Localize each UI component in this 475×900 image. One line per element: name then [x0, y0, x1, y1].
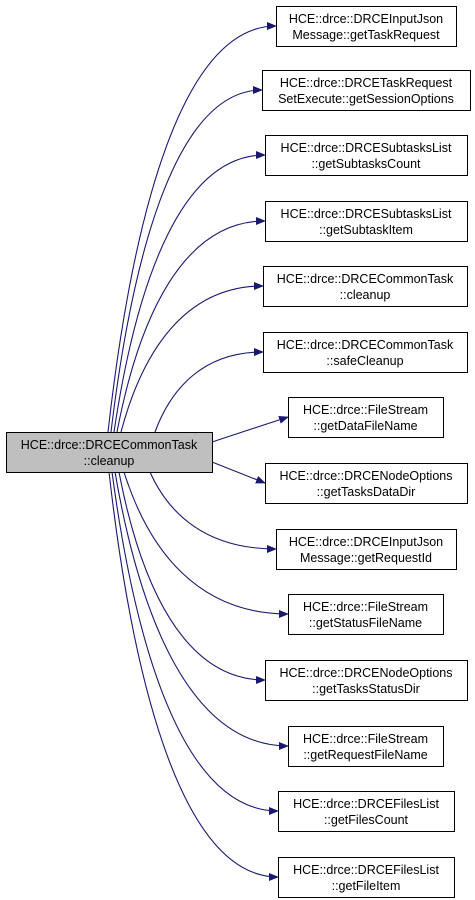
callee-function-node[interactable]: HCE::drce::FileStream::getDataFileName [288, 397, 444, 438]
node-label-line1: HCE::drce::FileStream [303, 403, 428, 417]
call-edge [111, 471, 279, 815]
call-edges [107, 22, 289, 881]
callee-function-node[interactable]: HCE::drce::DRCECommonTask::safeCleanup [263, 332, 468, 373]
node-label-line2: ::getStatusFileName [309, 616, 422, 630]
node-label-line2: ::getFileItem [332, 879, 401, 893]
node-label-line1: HCE::drce::DRCECommonTask [277, 338, 454, 352]
node-box [265, 201, 468, 242]
callee-function-node[interactable]: HCE::drce::DRCENodeOptions::getTasksStat… [265, 660, 468, 701]
callee-function-node[interactable]: HCE::drce::DRCENodeOptions::getTasksData… [265, 463, 468, 504]
node-label-line1: HCE::drce::DRCEInputJson [289, 535, 443, 549]
node-label-line1: HCE::drce::DRCEInputJson [289, 12, 443, 26]
node-label-line2: ::getTasksStatusDir [312, 682, 420, 696]
node-box [276, 529, 457, 570]
node-label-line1: HCE::drce::DRCECommonTask [277, 272, 454, 286]
node-label-line1: HCE::drce::DRCETaskRequest [280, 76, 453, 90]
node-label-line1: HCE::drce::DRCESubtasksList [281, 141, 452, 155]
call-edge [108, 471, 279, 881]
node-label-line2: ::getTasksDataDir [317, 485, 416, 499]
node-label-line2: ::safeCleanup [326, 354, 403, 368]
node-label-line2: ::getFilesCount [324, 813, 409, 827]
node-label-line2: ::cleanup [340, 288, 391, 302]
node-box [278, 857, 455, 898]
callee-function-node[interactable]: HCE::drce::DRCEFilesList::getFileItem [278, 857, 455, 898]
node-label-line1: HCE::drce::DRCECommonTask [21, 438, 198, 452]
node-label-line1: HCE::drce::DRCENodeOptions [280, 666, 453, 680]
callee-function-node[interactable]: HCE::drce::DRCEInputJsonMessage::getTask… [276, 6, 457, 47]
node-label-line2: ::getRequestFileName [303, 748, 427, 762]
node-label-line1: HCE::drce::DRCESubtasksList [281, 207, 452, 221]
call-edge [123, 471, 289, 618]
callee-function-node[interactable]: HCE::drce::DRCECommonTask::cleanup [263, 266, 468, 307]
call-nodes: HCE::drce::DRCECommonTask::cleanupHCE::d… [6, 6, 471, 898]
node-label-line2: ::cleanup [84, 454, 135, 468]
node-box [263, 266, 468, 307]
node-label-line2: ::getSubtasksCount [311, 157, 421, 171]
node-box [288, 594, 444, 635]
call-edge [211, 461, 266, 484]
call-edge [116, 217, 266, 433]
node-box [276, 6, 457, 47]
callee-function-node[interactable]: HCE::drce::FileStream::getStatusFileName [288, 594, 444, 635]
node-box [263, 332, 468, 373]
node-label-line2: Message::getTaskRequest [292, 28, 440, 42]
node-box [6, 432, 213, 473]
node-label-line1: HCE::drce::DRCEFilesList [293, 797, 439, 811]
node-box [278, 791, 455, 832]
call-edge [113, 151, 266, 433]
callee-function-node[interactable]: HCE::drce::DRCEInputJsonMessage::getRequ… [276, 529, 457, 570]
call-edge [211, 416, 289, 443]
callee-function-node[interactable]: HCE::drce::FileStream::getRequestFileNam… [288, 726, 444, 767]
node-label-line2: ::getDataFileName [313, 419, 417, 433]
node-label-line1: HCE::drce::FileStream [303, 600, 428, 614]
call-edge [149, 471, 277, 553]
node-box [265, 463, 468, 504]
node-label-line1: HCE::drce::DRCENodeOptions [280, 469, 453, 483]
callee-function-node[interactable]: HCE::drce::DRCESubtasksList::getSubtaskI… [265, 201, 468, 242]
call-edge [110, 86, 263, 433]
callee-function-node[interactable]: HCE::drce::DRCESubtasksList::getSubtasks… [265, 135, 468, 176]
call-edge [120, 282, 264, 433]
node-box [262, 70, 471, 111]
call-edge [114, 471, 289, 750]
call-edge [107, 22, 277, 433]
call-edge [154, 348, 264, 433]
node-box [288, 397, 444, 438]
node-label-line1: HCE::drce::FileStream [303, 732, 428, 746]
callee-function-node[interactable]: HCE::drce::DRCEFilesList::getFilesCount [278, 791, 455, 832]
root-function-node[interactable]: HCE::drce::DRCECommonTask::cleanup [6, 432, 213, 473]
node-box [265, 660, 468, 701]
call-edge [118, 471, 266, 684]
callee-function-node[interactable]: HCE::drce::DRCETaskRequestSetExecute::ge… [262, 70, 471, 111]
node-label-line1: HCE::drce::DRCEFilesList [293, 863, 439, 877]
node-label-line2: SetExecute::getSessionOptions [278, 92, 454, 106]
node-box [265, 135, 468, 176]
node-label-line2: Message::getRequestId [300, 551, 432, 565]
node-label-line2: ::getSubtaskItem [319, 223, 413, 237]
node-box [288, 726, 444, 767]
